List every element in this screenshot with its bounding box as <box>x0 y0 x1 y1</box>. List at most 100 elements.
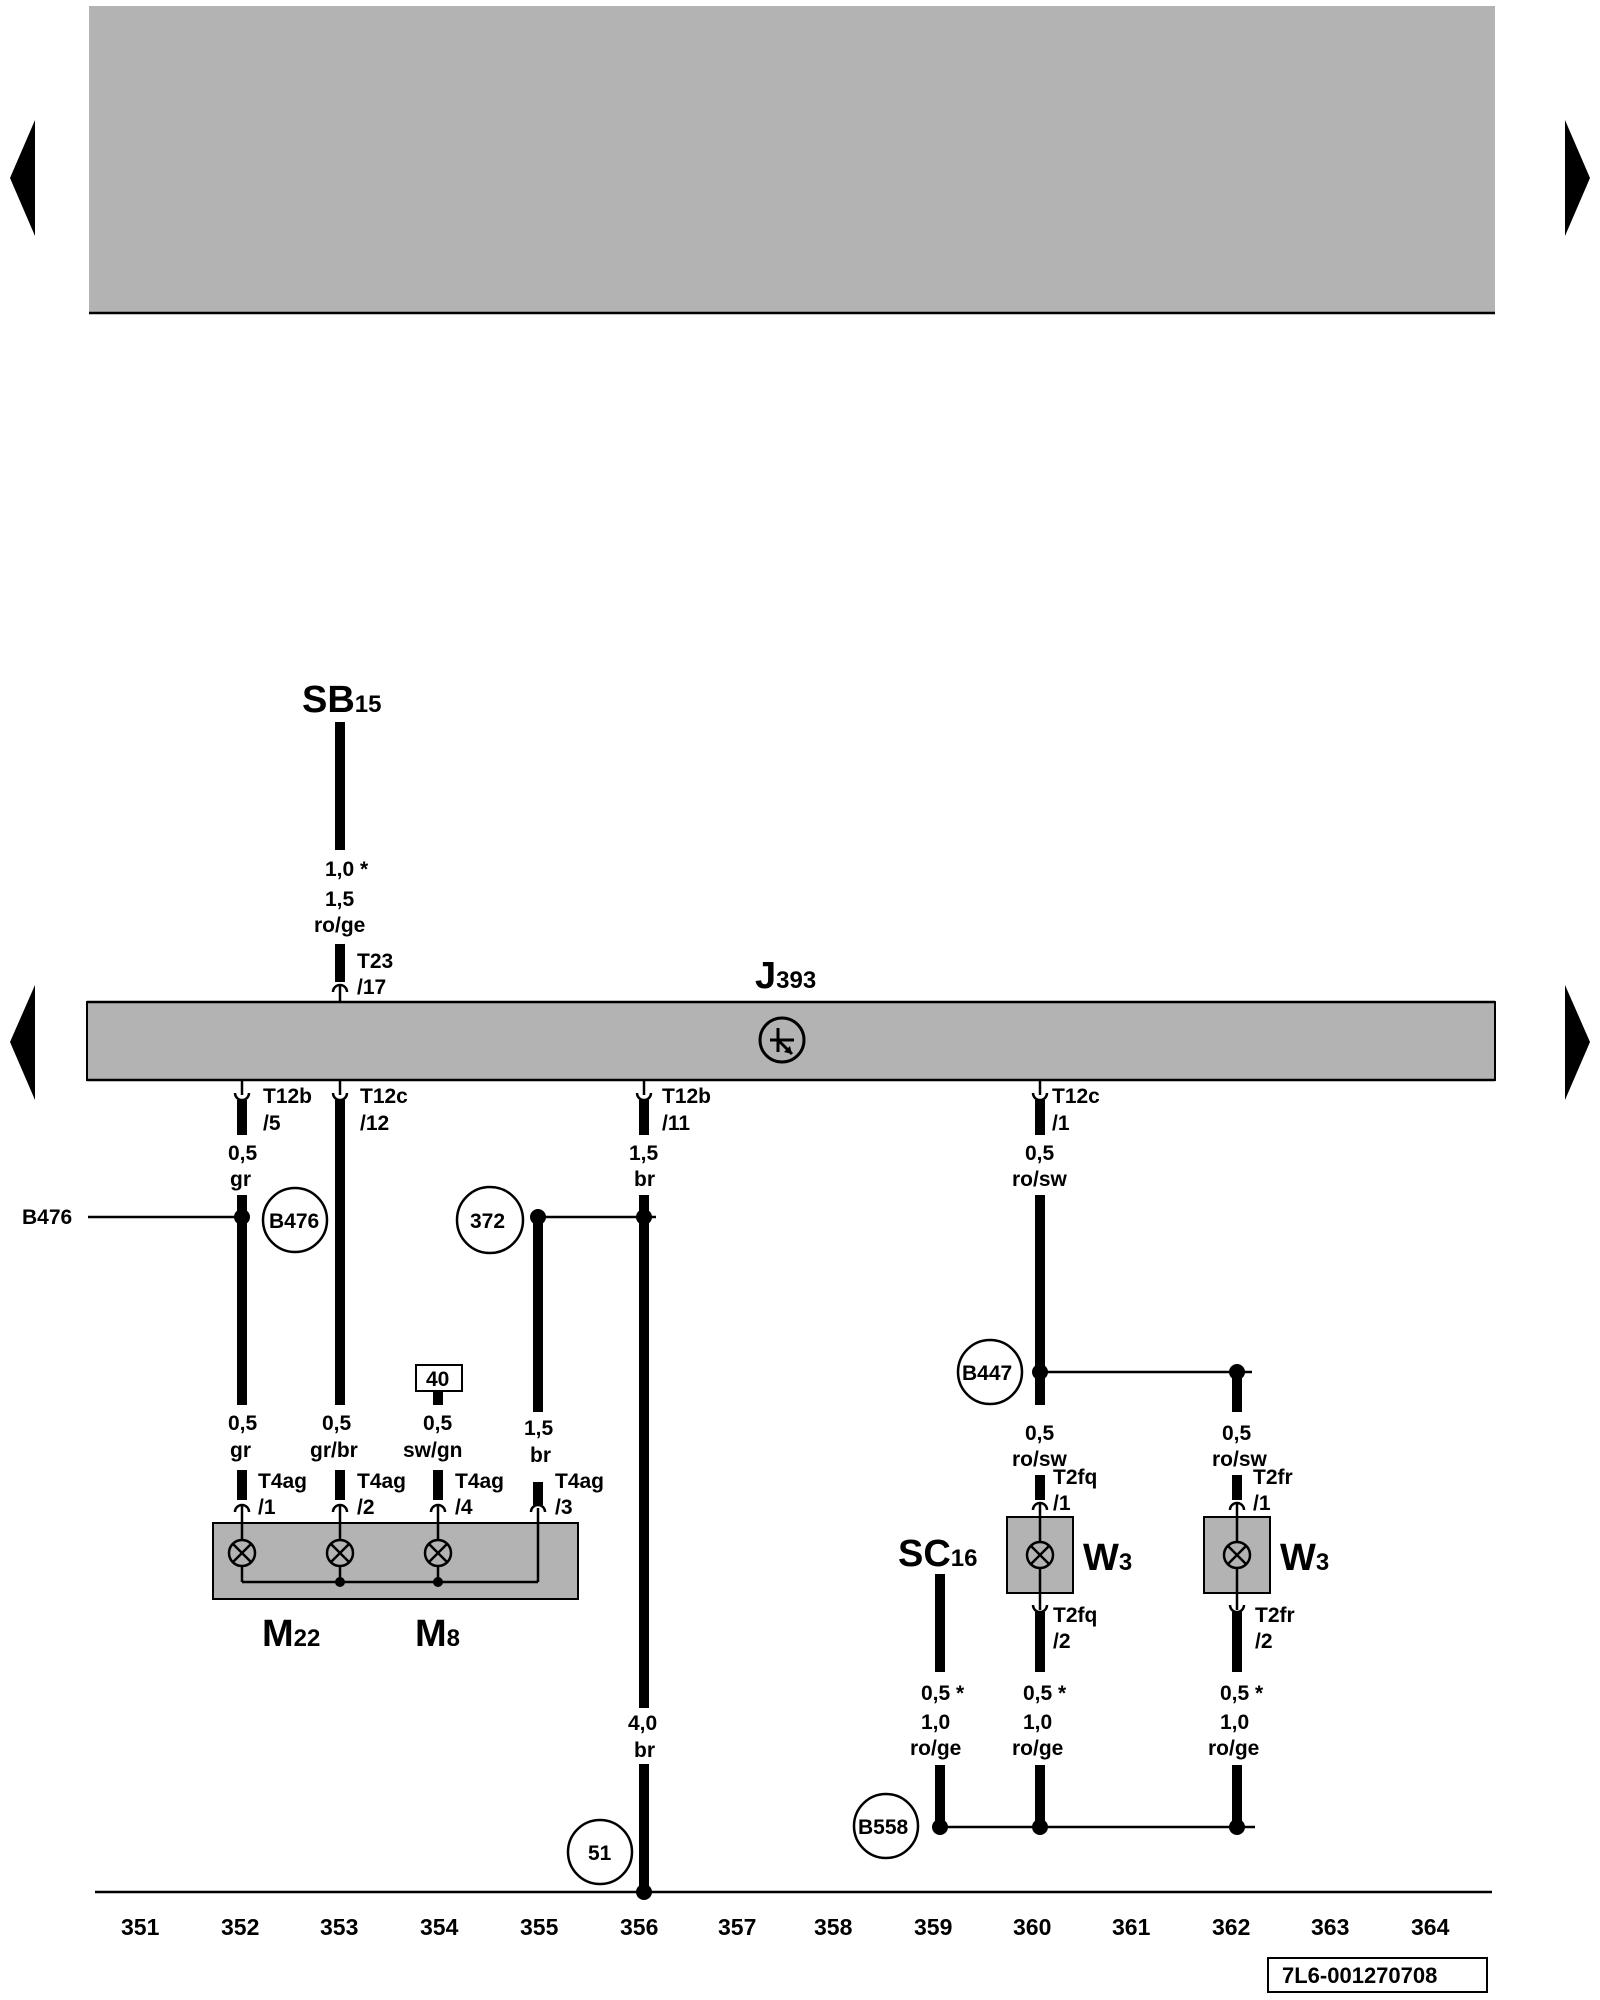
w352-size: 0,5 <box>228 1142 258 1165</box>
t12b5-pin: /5 <box>263 1112 281 1135</box>
w362b-size: 0,5 <box>1222 1422 1252 1445</box>
t2fr2-pin: /2 <box>1255 1630 1273 1653</box>
w362b-color: ro/sw <box>1212 1448 1268 1471</box>
track-number: 354 <box>420 1914 459 1940</box>
t2fr1-pin: /1 <box>1253 1492 1271 1515</box>
m8-label: M8 <box>415 1613 460 1655</box>
t12b11-connector: T12b <box>662 1085 711 1108</box>
w3-left-label: W3 <box>1083 1537 1132 1579</box>
t2fq1-connector: T2fq <box>1053 1466 1097 1489</box>
sb-wire-size: 1,5 <box>325 888 355 911</box>
ref-40-label: 40 <box>426 1368 449 1391</box>
m354-size: 0,5 <box>423 1412 453 1435</box>
t2fr2-connector: T2fr <box>1255 1604 1295 1627</box>
track-number: 357 <box>718 1914 756 1940</box>
b447-label: B447 <box>962 1362 1012 1385</box>
track-number: 361 <box>1112 1914 1151 1940</box>
track-number: 351 <box>121 1914 160 1940</box>
m355-size: 1,5 <box>524 1417 554 1440</box>
track-number: 358 <box>814 1914 853 1940</box>
track-number: 356 <box>620 1914 658 1940</box>
track-number: 364 <box>1411 1914 1450 1940</box>
t4ag2-pin: /2 <box>357 1496 375 1519</box>
b476-junction-dot <box>234 1209 250 1225</box>
diagram-id-box <box>1267 1957 1488 1993</box>
prev-section-arrow-icon[interactable] <box>10 985 35 1100</box>
l360-size: 1,0 <box>1023 1711 1052 1734</box>
b476-circle <box>261 1186 329 1254</box>
m354-color: sw/gn <box>403 1439 463 1462</box>
t4ag3-pin: /3 <box>555 1496 573 1519</box>
l359-size: 1,0 <box>921 1711 950 1734</box>
t12c12-pin: /12 <box>360 1112 389 1135</box>
b447-circle <box>956 1338 1024 1406</box>
j393-label: J393 <box>755 955 816 997</box>
next-page-arrow-icon[interactable] <box>1565 120 1590 236</box>
l362-color: ro/ge <box>1208 1737 1259 1760</box>
ref-372-label: 372 <box>470 1210 505 1233</box>
w352-color: gr <box>230 1168 251 1191</box>
t12c1-pin: /1 <box>1052 1112 1070 1135</box>
w360b-size: 0,5 <box>1025 1422 1055 1445</box>
t4ag1-pin: /1 <box>258 1496 276 1519</box>
sc16-label: SC16 <box>898 1533 978 1575</box>
track-number: 355 <box>520 1914 559 1940</box>
track-number: 353 <box>320 1914 358 1940</box>
t12b5-connector: T12b <box>263 1085 312 1108</box>
m353-color: gr/br <box>310 1439 358 1462</box>
m355-color: br <box>530 1444 551 1467</box>
g356-size: 4,0 <box>628 1712 657 1735</box>
diagram-id: 7L6-001270708 <box>1282 1963 1437 1988</box>
g356-color: br <box>634 1739 655 1762</box>
t12c12-connector: T12c <box>360 1085 408 1108</box>
w3-right-label: W3 <box>1280 1537 1329 1579</box>
transistor-symbol-icon <box>758 1016 806 1064</box>
ref-40-box <box>415 1364 463 1392</box>
w356-color: br <box>634 1168 655 1191</box>
sb-wire-color: ro/ge <box>314 914 365 937</box>
prev-page-arrow-icon[interactable] <box>10 120 35 236</box>
b476-circle-label: B476 <box>269 1210 319 1233</box>
track-number: 360 <box>1013 1914 1051 1940</box>
t23-pin: /17 <box>357 976 386 999</box>
ref-51-circle <box>566 1818 634 1886</box>
w356-size: 1,5 <box>629 1142 659 1165</box>
m353-size: 0,5 <box>322 1412 352 1435</box>
m22-label: M22 <box>262 1613 320 1655</box>
t4ag2-connector: T4ag <box>357 1470 406 1493</box>
track-number: 359 <box>914 1914 952 1940</box>
t2fq1-pin: /1 <box>1053 1492 1071 1515</box>
ref-51-label: 51 <box>588 1842 612 1865</box>
356-junction-dot <box>636 1209 652 1225</box>
l360-color: ro/ge <box>1012 1737 1063 1760</box>
t2fq2-connector: T2fq <box>1053 1604 1097 1627</box>
l362-size: 1,0 <box>1220 1711 1249 1734</box>
t12c1-connector: T12c <box>1052 1085 1100 1108</box>
next-section-arrow-icon[interactable] <box>1565 985 1590 1100</box>
t4ag4-connector: T4ag <box>455 1470 504 1493</box>
m22-m8-lamp-housing <box>212 1522 579 1600</box>
t2fr1-connector: T2fr <box>1253 1466 1293 1489</box>
t4ag4-pin: /4 <box>455 1496 473 1519</box>
track-number: 352 <box>221 1914 259 1940</box>
l359-color: ro/ge <box>910 1737 961 1760</box>
l362-star-size: 0,5 * <box>1220 1682 1264 1705</box>
sb-wire-star-size: 1,0 * <box>325 858 369 881</box>
ref-372-circle <box>455 1185 525 1255</box>
w360b-color: ro/sw <box>1012 1448 1068 1471</box>
m352-size: 0,5 <box>228 1412 258 1435</box>
m352-color: gr <box>230 1439 251 1462</box>
t4ag1-connector: T4ag <box>258 1470 307 1493</box>
l359-star-size: 0,5 * <box>921 1682 965 1705</box>
t23-connector: T23 <box>357 950 393 973</box>
w360-size: 0,5 <box>1025 1142 1055 1165</box>
track-number: 363 <box>1311 1914 1349 1940</box>
b476-left-label: B476 <box>22 1206 72 1229</box>
t2fq2-pin: /2 <box>1053 1630 1071 1653</box>
w360-color: ro/sw <box>1012 1168 1068 1191</box>
sb15-label: SB15 <box>302 679 382 721</box>
l360-star-size: 0,5 * <box>1023 1682 1067 1705</box>
t12b11-pin: /11 <box>662 1112 690 1135</box>
track-number: 362 <box>1212 1914 1250 1940</box>
